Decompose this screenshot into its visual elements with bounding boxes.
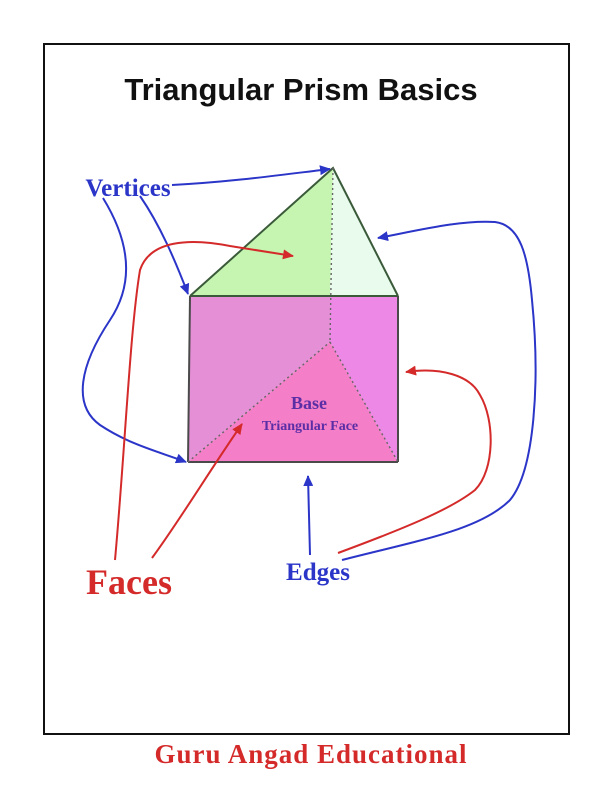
edges-label: Edges bbox=[286, 559, 350, 586]
triangular-prism bbox=[187, 166, 399, 463]
front-face bbox=[188, 296, 330, 462]
footer-credit: Guru Angad Educational bbox=[154, 739, 467, 769]
vertex-arrow-top bbox=[171, 165, 331, 186]
face-arrows bbox=[114, 241, 492, 561]
faces-label: Faces bbox=[86, 562, 172, 602]
base-sublabel: Triangular Face bbox=[262, 419, 358, 434]
diagram-frame bbox=[43, 43, 570, 735]
hidden-edge bbox=[329, 167, 334, 343]
vertex-arrow-left-top bbox=[139, 195, 190, 295]
base-label: Base bbox=[291, 393, 327, 413]
edge-arrow-loop bbox=[341, 220, 537, 561]
vertices-label: Vertices bbox=[85, 175, 170, 202]
face-arrow-base bbox=[151, 423, 243, 559]
hidden-edge bbox=[187, 341, 331, 463]
prism-edge bbox=[187, 295, 191, 463]
edge-arrows bbox=[303, 220, 537, 561]
right-face bbox=[330, 296, 398, 462]
diagram-title: Triangular Prism Basics bbox=[124, 72, 477, 107]
edge-arrow-up bbox=[303, 475, 314, 556]
vertex-arrow-left-bottom bbox=[81, 197, 187, 464]
face-arrow-top bbox=[114, 241, 294, 561]
face-arrow-right bbox=[337, 365, 492, 554]
vertex-arrows bbox=[81, 165, 331, 464]
